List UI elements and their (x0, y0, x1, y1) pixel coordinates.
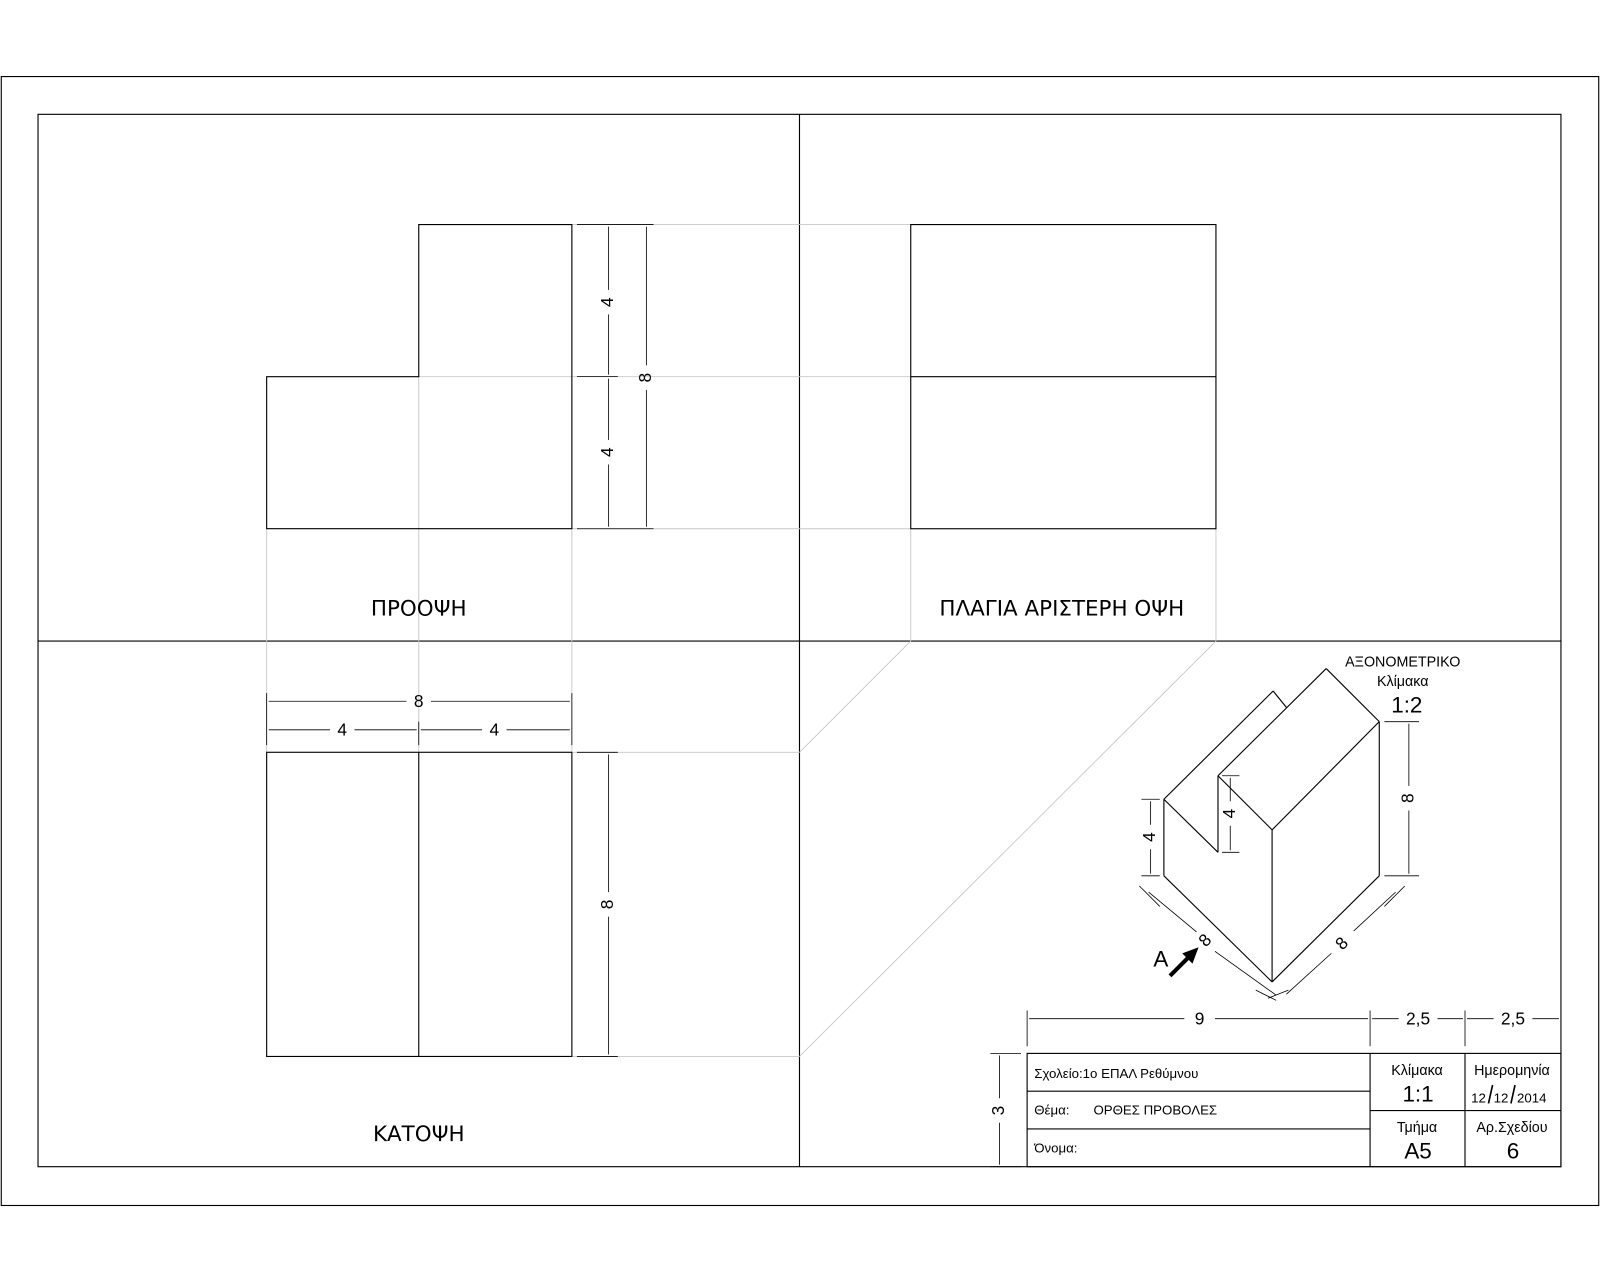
drawing-number-label: Αρ.Σχεδίου (1476, 1120, 1547, 1136)
section-value: Α5 (1404, 1139, 1431, 1164)
iso-dim-total-height: 8 (1397, 793, 1417, 803)
dim-title-height: 3 (988, 1106, 1008, 1116)
subject-field: ΟΡΘΕΣ ΠΡΟΒΟΛΕΣ (1093, 1103, 1217, 1118)
dim-top-depth: 8 (597, 900, 617, 910)
date-value: 12 12 2014 (1471, 1084, 1547, 1105)
iso-dim-notch-height: 4 (1219, 808, 1239, 818)
section-label: Τμήμα (1397, 1120, 1437, 1136)
isometric-dimensions (1139, 721, 1420, 1001)
date-day: 12 (1471, 1090, 1486, 1105)
date-month: 12 (1494, 1090, 1509, 1105)
dim-front-total: 8 (635, 373, 655, 383)
dim-front-upper: 4 (597, 297, 617, 307)
top-view-dimensions: 8 4 4 8 (266, 691, 618, 1057)
date-year: 2014 (1517, 1090, 1546, 1105)
scale-value: 1:1 (1402, 1081, 1433, 1106)
isometric-scale-label: Κλίμακα (1377, 674, 1429, 690)
scale-label: Κλίμακα (1391, 1063, 1443, 1079)
isometric-scale: 1:2 (1391, 692, 1422, 717)
date-label: Ημερομηνία (1474, 1063, 1550, 1079)
side-view: ΠΛΑΓΙΑ ΑΡΙΣΤΕΡΗ ΟΨΗ (910, 223, 1217, 622)
school-field: Σχολείο:1ο ΕΠΑΛ Ρεθύμνου (1034, 1066, 1198, 1081)
dim-title-col3-width: 2,5 (1501, 1008, 1525, 1028)
dim-top-left-width: 4 (337, 719, 347, 739)
front-view-dimensions: 4 4 8 (576, 224, 655, 530)
view-direction-arrow-icon (1168, 947, 1199, 978)
title-block: 9 2,5 2,5 3 Σχολείο:1ο ΕΠΑΛ Ρεθύμνου Θέμ… (988, 1008, 1562, 1168)
front-view: 4 4 8 ΠΡΟΟΨΗ (266, 223, 655, 622)
dim-title-col2-width: 2,5 (1406, 1008, 1430, 1028)
dim-top-total-width: 8 (414, 691, 424, 711)
front-view-label: ΠΡΟΟΨΗ (371, 597, 467, 622)
dim-front-lower: 4 (597, 447, 617, 457)
iso-dim-left-height: 4 (1139, 832, 1159, 842)
outer-border (0, 75, 1600, 1207)
dim-title-main-width: 9 (1195, 1008, 1205, 1028)
top-view: 8 4 4 8 ΚΑΤΟΨΗ (266, 691, 618, 1147)
top-view-label: ΚΑΤΟΨΗ (373, 1122, 465, 1147)
view-direction-label: A (1153, 947, 1168, 972)
dim-top-right-width: 4 (489, 719, 499, 739)
side-view-label: ΠΛΑΓΙΑ ΑΡΙΣΤΕΡΗ ΟΨΗ (939, 597, 1184, 622)
name-label: Όνομα: (1033, 1140, 1077, 1155)
drawing-number-value: 6 (1507, 1139, 1519, 1164)
subject-label: Θέμα: (1034, 1103, 1069, 1118)
isometric-title: ΑΞΟΝΟΜΕΤΡΙΚΟ (1345, 655, 1460, 671)
isometric-view: 4 4 8 8 8 A ΑΞΟΝΟΜΕΤΡΙΚΟ Κλίμακα 1:2 (1139, 655, 1460, 1001)
